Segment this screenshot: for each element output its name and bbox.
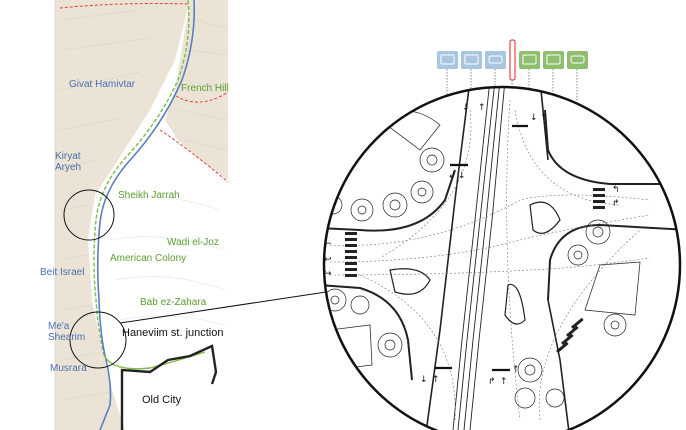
label-mea-shearim-2: Shearim xyxy=(48,332,86,343)
road-edge-ne xyxy=(544,109,680,185)
road-edge-se xyxy=(547,223,680,301)
road-edge-north xyxy=(324,169,456,232)
lane-divider-icon xyxy=(509,39,516,81)
label-givat-hamivtar: Givat Hamivtar xyxy=(69,79,136,90)
route-green-dashed xyxy=(93,0,190,356)
label-american-colony: American Colony xyxy=(110,253,187,264)
main-road-west-edge xyxy=(424,87,471,430)
label-bab-ez-zahara: Bab ez-Zahara xyxy=(140,297,207,308)
route-green xyxy=(103,351,206,370)
island-south xyxy=(504,283,526,325)
label-musrara: Musrara xyxy=(50,363,87,374)
lane-arrows: ↓↑ ↓↑ ↲↓ ←↩↪ ↰↱ ↓↑ ↱↑ ↑ xyxy=(324,103,620,387)
rail-tracks xyxy=(451,87,506,430)
svg-text:↰: ↰ xyxy=(612,185,620,195)
contour-lines xyxy=(109,196,226,326)
boundary-line xyxy=(59,3,229,183)
label-old-city: Old City xyxy=(142,394,182,406)
trees xyxy=(324,147,627,409)
lane-icon-car-1[interactable] xyxy=(485,51,506,69)
lane-icon-green-1[interactable] xyxy=(519,51,540,69)
label-mea-shearim-1: Me'a xyxy=(48,321,70,332)
svg-text:↑: ↑ xyxy=(512,365,520,375)
turning-paths xyxy=(329,99,651,421)
stop-bars xyxy=(435,124,528,372)
callout-circle-haneviim[interactable] xyxy=(69,311,127,369)
lane-icon-bus-1[interactable] xyxy=(437,51,458,69)
junction-detail: ↓↑ ↓↑ ↲↓ ←↩↪ ↰↱ ↓↑ ↱↑ ↑ xyxy=(322,85,682,430)
svg-text:↱: ↱ xyxy=(612,199,620,209)
old-city-wall xyxy=(120,344,218,430)
svg-text:↑: ↑ xyxy=(540,113,548,123)
lane-icons xyxy=(437,39,588,110)
svg-text:↲: ↲ xyxy=(448,171,456,181)
crosswalks xyxy=(345,188,605,354)
svg-text:↓: ↓ xyxy=(420,375,428,385)
terrain-east xyxy=(165,0,228,180)
road-edge-south xyxy=(324,284,413,381)
svg-text:↓: ↓ xyxy=(458,171,466,181)
callout-leader-line xyxy=(119,291,327,324)
island-west xyxy=(389,268,431,295)
terrain-hatching xyxy=(57,9,226,401)
callout-circle-sheikh-jarrah[interactable] xyxy=(63,189,115,241)
svg-text:↓: ↓ xyxy=(530,113,538,123)
island-east xyxy=(529,201,561,234)
svg-text:↓: ↓ xyxy=(462,103,470,113)
label-french-hill: French Hill xyxy=(181,83,229,94)
svg-text:↑: ↑ xyxy=(478,103,486,113)
svg-text:←: ← xyxy=(324,239,332,249)
svg-text:↪: ↪ xyxy=(324,269,332,279)
label-kiryat-aryeh-2: Aryeh xyxy=(55,162,82,173)
svg-text:↑: ↑ xyxy=(500,377,508,387)
lane-icon-green-2[interactable] xyxy=(543,51,564,69)
svg-text:↩: ↩ xyxy=(324,255,332,265)
label-sheikh-jarrah: Sheikh Jarrah xyxy=(118,190,180,201)
label-haneviim-junction: Haneviim st. junction xyxy=(122,327,224,339)
label-wadi-el-joz: Wadi el-Joz xyxy=(167,237,219,248)
main-road-east-edge xyxy=(539,87,571,430)
overview-map xyxy=(54,0,327,430)
label-kiryat-aryeh-1: Kiryat xyxy=(55,151,81,162)
junction-detail-border xyxy=(322,85,682,430)
terrain-west xyxy=(55,0,190,430)
label-beit-israel: Beit Israel xyxy=(40,267,85,278)
lane-icon-green-3[interactable] xyxy=(567,51,588,69)
lane-icon-bus-2[interactable] xyxy=(461,51,482,69)
svg-text:↱: ↱ xyxy=(488,377,496,387)
svg-text:↑: ↑ xyxy=(432,375,440,385)
route-blue xyxy=(96,0,196,430)
